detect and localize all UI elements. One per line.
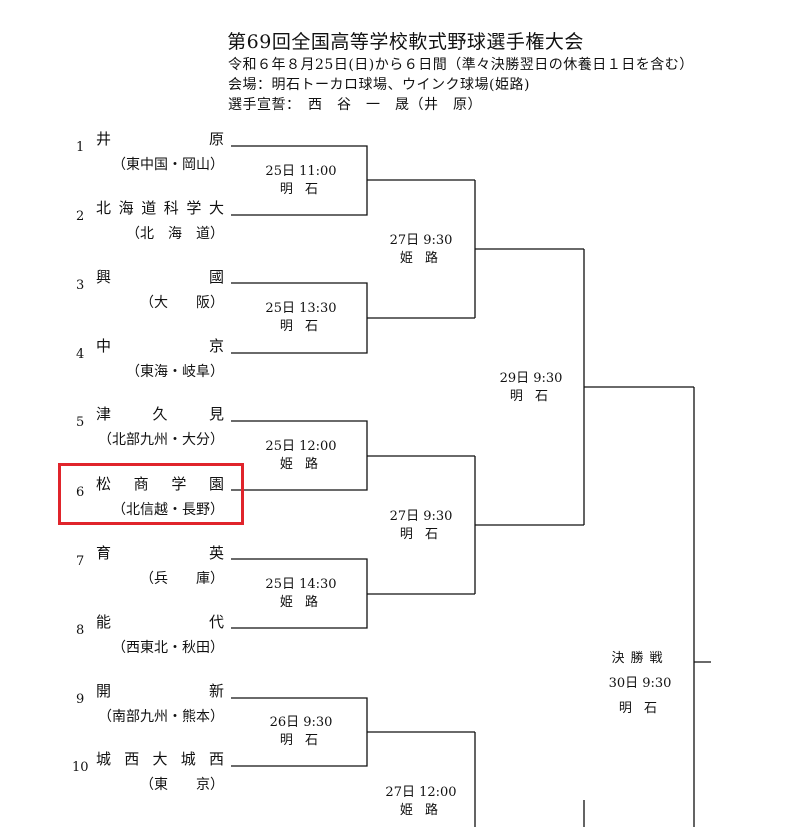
tournament-venue: 会場：明石トーカロ球場、ウインク球場(姫路) <box>228 77 530 93</box>
final-label: 決勝戦 30日 9:30 明 石 <box>592 646 688 721</box>
player-oath: 選手宣誓： 西 谷 一 晟（井 原） <box>228 97 482 113</box>
team-region: （兵 庫） <box>140 571 224 587</box>
final-time: 30日 9:30 <box>608 676 672 691</box>
tournament-dates: 令和６年８月25日(日)から６日間（準々決勝翌日の休養日１日を含む） <box>228 57 694 73</box>
team-name: 井原 <box>96 130 224 148</box>
match-place: 姫 路 <box>399 251 443 266</box>
match-time: 26日 9:30 <box>269 715 333 730</box>
match-label-r2-1: 27日 9:30 姫 路 <box>364 232 478 268</box>
team-region: （北部九州・大分） <box>98 432 224 448</box>
team-region: （東中国・岡山） <box>112 157 224 173</box>
match-label-r1-3: 25日 12:00 姫 路 <box>244 438 358 474</box>
match-label-r2-2: 27日 9:30 明 石 <box>364 508 478 544</box>
match-place: 姫 路 <box>279 595 323 610</box>
team-number: 5 <box>76 415 85 430</box>
match-place: 明 石 <box>279 182 323 197</box>
team-number: 6 <box>76 485 85 500</box>
team-number: 9 <box>76 692 85 707</box>
team-region: （北 海 道） <box>126 226 224 242</box>
match-time: 27日 9:30 <box>389 509 453 524</box>
match-place: 姫 路 <box>279 457 323 472</box>
match-place: 明 石 <box>509 389 553 404</box>
match-time: 27日 9:30 <box>389 233 453 248</box>
final-place: 明 石 <box>618 701 662 716</box>
team-number: 7 <box>76 554 85 569</box>
team-number: 3 <box>76 278 85 293</box>
team-region: （西東北・秋田） <box>112 640 224 656</box>
team-name: 育英 <box>96 544 224 562</box>
match-time: 27日 12:00 <box>385 785 457 800</box>
team-region: （北信越・長野） <box>112 502 224 518</box>
match-time: 25日 14:30 <box>265 577 337 592</box>
match-time: 29日 9:30 <box>499 371 563 386</box>
match-place: 明 石 <box>279 319 323 334</box>
final-title: 決勝戦 <box>611 651 669 666</box>
team-name: 中京 <box>96 337 224 355</box>
team-name: 津久見 <box>96 405 224 423</box>
team-number: 2 <box>76 209 85 224</box>
match-label-sf: 29日 9:30 明 石 <box>476 370 586 406</box>
team-number: 1 <box>76 140 85 155</box>
team-number: 10 <box>72 760 89 775</box>
team-name: 北海道科学大 <box>96 199 224 217</box>
match-label-r1-1: 25日 11:00 明 石 <box>244 163 358 199</box>
team-name: 城西大城西 <box>96 750 224 768</box>
tournament-header: 第69回全国高等学校軟式野球選手権大会 令和６年８月25日(日)から６日間（準々… <box>0 0 811 120</box>
match-place: 姫 路 <box>399 803 443 818</box>
match-time: 25日 12:00 <box>265 439 337 454</box>
page-title: 第69回全国高等学校軟式野球選手権大会 <box>227 31 584 53</box>
match-place: 明 石 <box>399 527 443 542</box>
match-place: 明 石 <box>279 733 323 748</box>
team-name: 松商学園 <box>96 475 224 493</box>
match-time: 25日 13:30 <box>265 301 337 316</box>
team-name: 能代 <box>96 613 224 631</box>
team-name: 興國 <box>96 268 224 286</box>
highlight-box <box>58 463 244 525</box>
team-region: （東海・岐阜） <box>126 364 224 380</box>
team-number: 4 <box>76 347 85 362</box>
team-region: （東 京） <box>140 777 224 793</box>
match-label-r1-5: 26日 9:30 明 石 <box>244 714 358 750</box>
team-number: 8 <box>76 623 85 638</box>
team-region: （大 阪） <box>140 295 224 311</box>
match-time: 25日 11:00 <box>265 164 337 179</box>
match-label-r1-4: 25日 14:30 姫 路 <box>244 576 358 612</box>
team-name: 開新 <box>96 682 224 700</box>
match-label-r1-2: 25日 13:30 明 石 <box>244 300 358 336</box>
team-region: （南部九州・熊本） <box>98 709 224 725</box>
match-label-r2-3: 27日 12:00 姫 路 <box>364 784 478 820</box>
